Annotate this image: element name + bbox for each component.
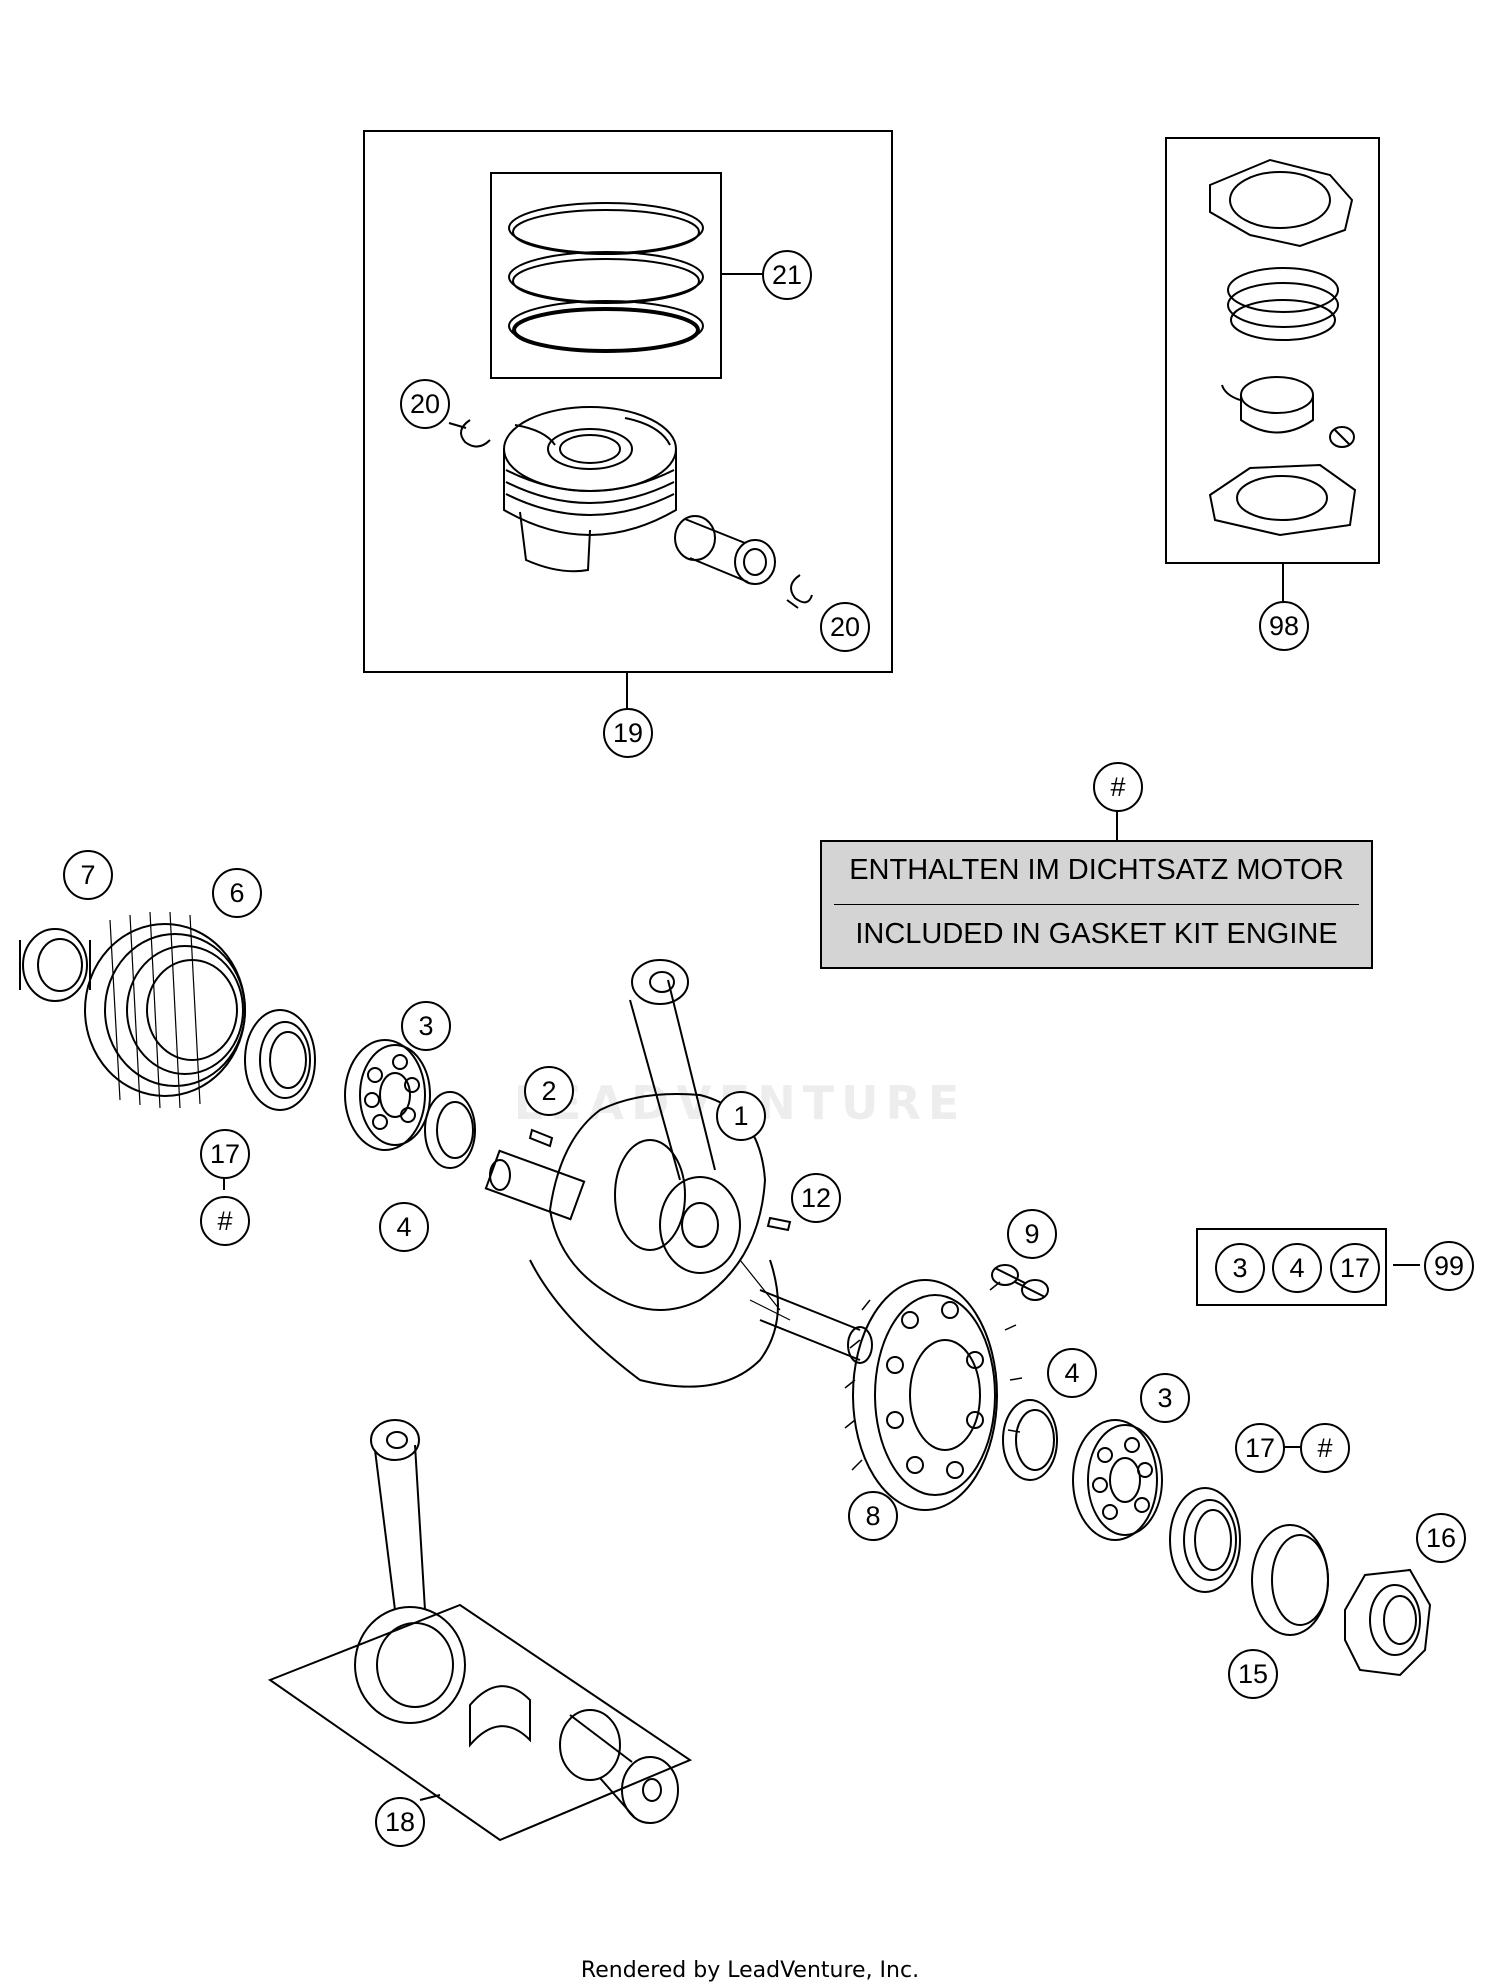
- connecting-rod-set: [267, 1419, 693, 1842]
- seal-5: [244, 1009, 316, 1111]
- piston-ring-frame: [490, 172, 722, 379]
- piston-pin: [674, 515, 776, 585]
- seal-5-right: [1169, 1487, 1241, 1593]
- note-line-english: INCLUDED IN GASKET KIT ENGINE: [855, 918, 1338, 950]
- callout-hash-left[interactable]: #: [200, 1196, 250, 1246]
- washer-4-left: [424, 1091, 476, 1169]
- gasket-kit-parts: [1208, 158, 1357, 537]
- callout-3-left[interactable]: 3: [401, 1001, 451, 1051]
- kit-item-4[interactable]: 4: [1272, 1243, 1322, 1293]
- callout-19[interactable]: 19: [603, 708, 653, 758]
- callout-8[interactable]: 8: [848, 1491, 898, 1541]
- note-divider: [834, 904, 1359, 905]
- woodruff-key-2: [528, 1128, 554, 1148]
- gasket-kit-frame: [1165, 137, 1380, 564]
- nut-16: [1344, 1568, 1432, 1677]
- note-line-german: ENTHALTEN IM DICHTSATZ MOTOR: [849, 854, 1344, 886]
- gear-6: [84, 911, 246, 1109]
- callout-7[interactable]: 7: [63, 850, 113, 900]
- crankshaft: [484, 959, 873, 1388]
- callout-4-right[interactable]: 4: [1047, 1348, 1097, 1398]
- bearing-3-right: [1072, 1419, 1163, 1541]
- callout-15[interactable]: 15: [1228, 1649, 1278, 1699]
- footer-credit: Rendered by LeadVenture, Inc.: [580, 1958, 920, 1983]
- nut-7: [19, 928, 91, 1002]
- callout-3-right[interactable]: 3: [1140, 1373, 1190, 1423]
- washer-4-right: [1002, 1399, 1058, 1481]
- kit-item-3[interactable]: 3: [1215, 1243, 1265, 1293]
- callout-16[interactable]: 16: [1416, 1513, 1466, 1563]
- circlip-upper: [460, 419, 491, 448]
- spacer-15: [1251, 1524, 1329, 1636]
- callout-18[interactable]: 18: [375, 1797, 425, 1847]
- gasket-kit-note: ENTHALTEN IM DICHTSATZ MOTOR INCLUDED IN…: [820, 840, 1373, 969]
- callout-98[interactable]: 98: [1259, 601, 1309, 651]
- sprocket-8: [844, 1279, 1023, 1511]
- woodruff-key-12: [766, 1216, 792, 1232]
- pin-9: [991, 1264, 1049, 1301]
- callout-21[interactable]: 21: [762, 250, 812, 300]
- callout-17-right[interactable]: 17: [1235, 1423, 1285, 1473]
- piston: [503, 406, 677, 573]
- callout-12[interactable]: 12: [791, 1173, 841, 1223]
- callout-20-lower[interactable]: 20: [820, 602, 870, 652]
- callout-hash-right[interactable]: #: [1300, 1423, 1350, 1473]
- callout-4-left[interactable]: 4: [379, 1202, 429, 1252]
- callout-note-hash[interactable]: #: [1093, 762, 1143, 812]
- callout-9[interactable]: 9: [1007, 1209, 1057, 1259]
- kit-item-17[interactable]: 17: [1330, 1243, 1380, 1293]
- callout-2[interactable]: 2: [524, 1066, 574, 1116]
- callout-99[interactable]: 99: [1424, 1241, 1474, 1291]
- piston-rings: [508, 202, 704, 353]
- callout-20-upper[interactable]: 20: [400, 379, 450, 429]
- callout-1[interactable]: 1: [716, 1091, 766, 1141]
- callout-17-left[interactable]: 17: [200, 1129, 250, 1179]
- bearing-3-left: [344, 1039, 431, 1151]
- callout-6[interactable]: 6: [212, 868, 262, 918]
- circlip-lower: [790, 574, 813, 604]
